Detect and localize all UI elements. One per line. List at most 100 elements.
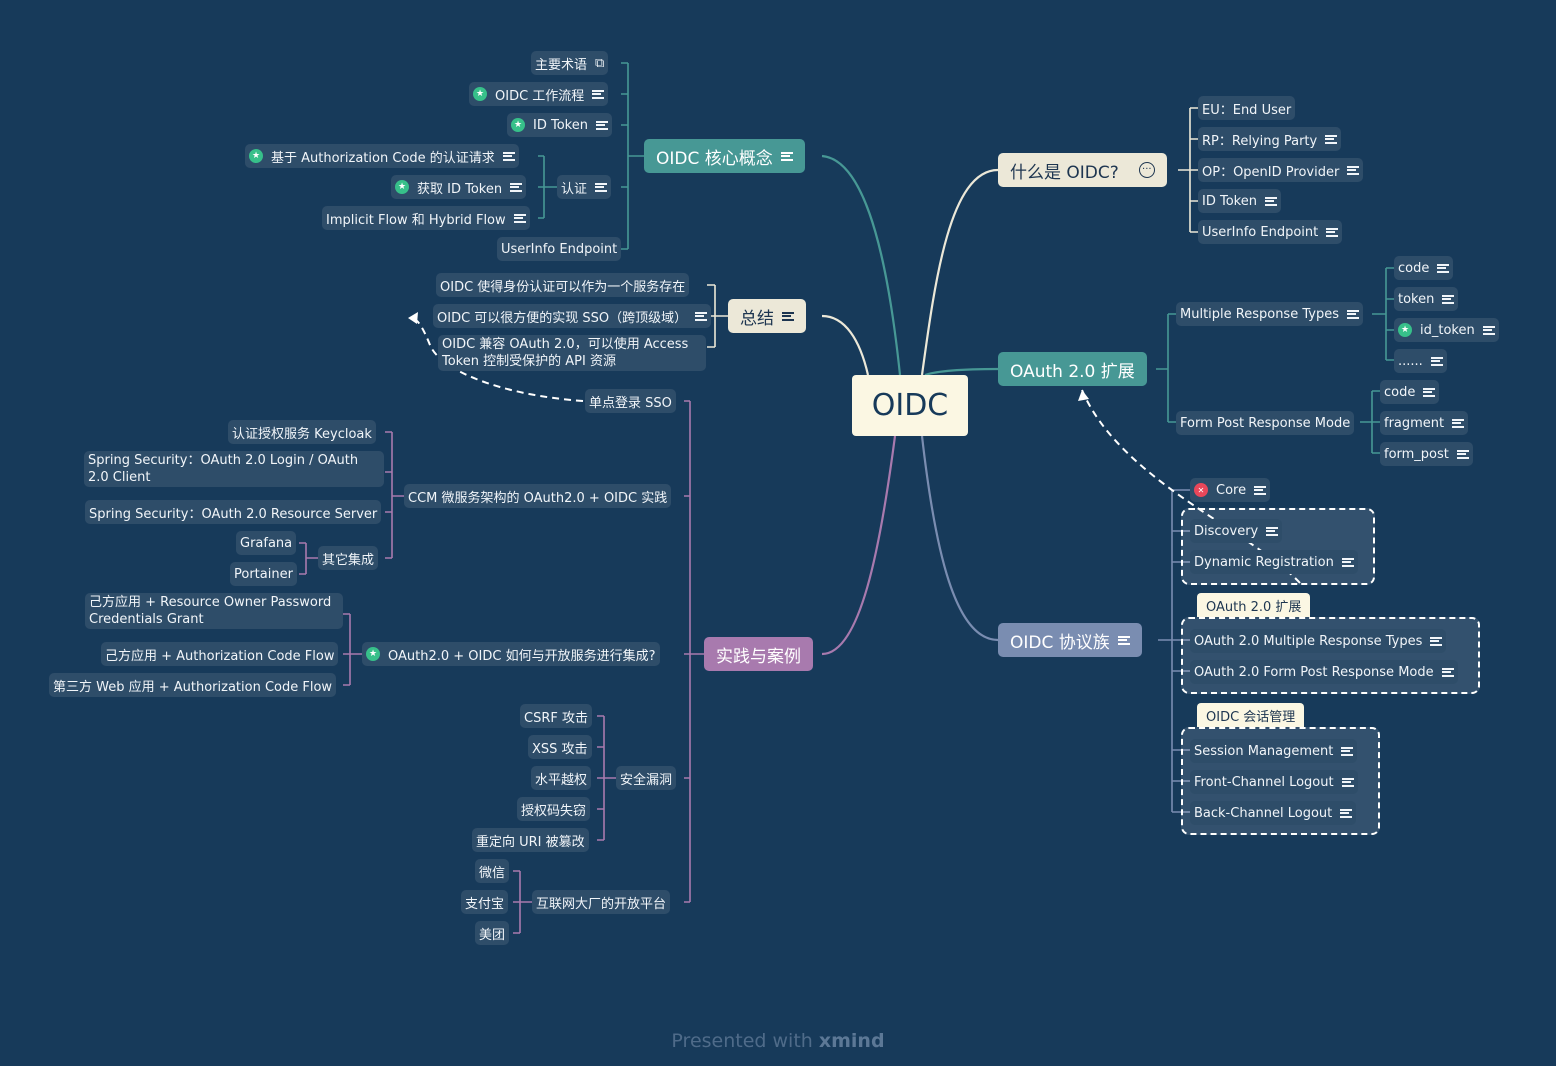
- mrt-item[interactable]: code: [1394, 256, 1454, 280]
- boundary-label-session[interactable]: OIDC 会话管理: [1197, 703, 1305, 727]
- notes-icon[interactable]: [1423, 387, 1436, 397]
- external-link-icon[interactable]: ⧉: [595, 55, 605, 71]
- oauth-fpm[interactable]: Form Post Response Mode: [1176, 411, 1355, 435]
- protocol-session-item[interactable]: Front-Channel Logout: [1190, 770, 1358, 794]
- more-icon[interactable]: ···: [1138, 162, 1155, 178]
- security-item[interactable]: 授权码失窃: [517, 797, 591, 821]
- notes-icon[interactable]: [1117, 635, 1130, 645]
- notes-icon[interactable]: [1442, 294, 1455, 304]
- security-item[interactable]: CSRF 攻击: [520, 704, 592, 728]
- pin-icon: ✕: [1194, 483, 1208, 497]
- fpm-item[interactable]: fragment: [1380, 411, 1469, 435]
- oauth-mrt[interactable]: Multiple Response Types: [1176, 302, 1363, 326]
- mrt-item[interactable]: token: [1394, 287, 1459, 311]
- notes-icon[interactable]: [1341, 777, 1354, 787]
- notes-icon[interactable]: [510, 182, 523, 192]
- what-item[interactable]: UserInfo Endpoint: [1198, 220, 1343, 244]
- notes-icon[interactable]: [1326, 227, 1339, 237]
- notes-icon[interactable]: [595, 120, 608, 130]
- protocol-registration[interactable]: Dynamic Registration: [1190, 550, 1358, 574]
- practice-security[interactable]: 安全漏洞: [616, 766, 677, 790]
- platform-item[interactable]: 微信: [475, 859, 510, 883]
- notes-icon[interactable]: [1452, 418, 1465, 428]
- others-item[interactable]: Grafana: [236, 531, 297, 555]
- protocol-session-item[interactable]: Session Management: [1190, 739, 1358, 763]
- mrt-item[interactable]: ......: [1394, 349, 1447, 373]
- summary-item[interactable]: OIDC 可以很方便的实现 SSO（跨顶级域）: [433, 304, 712, 328]
- what-item[interactable]: RP：Relying Party: [1198, 127, 1342, 151]
- protocol-discovery[interactable]: Discovery: [1190, 519, 1283, 543]
- notes-icon[interactable]: [1340, 808, 1353, 818]
- notes-icon[interactable]: [1341, 557, 1354, 567]
- notes-icon[interactable]: [1456, 449, 1469, 459]
- boundary-label-oauth[interactable]: OAuth 2.0 扩展: [1197, 593, 1311, 617]
- ccm-others[interactable]: 其它集成: [318, 546, 379, 570]
- ccm-login[interactable]: Spring Security：OAuth 2.0 Login / OAuth …: [84, 451, 384, 487]
- topic-protocols[interactable]: OIDC 协议族: [998, 623, 1142, 657]
- fpm-item-label: fragment: [1384, 415, 1445, 431]
- security-item[interactable]: 重定向 URI 被篡改: [472, 828, 589, 852]
- summary-item[interactable]: OIDC 使得身份认证可以作为一个服务存在: [436, 273, 690, 297]
- fpm-item[interactable]: code: [1380, 380, 1440, 404]
- notes-icon[interactable]: [595, 182, 608, 192]
- notes-icon[interactable]: [1347, 165, 1360, 175]
- mrt-item[interactable]: ★id_token: [1394, 318, 1499, 342]
- notes-icon[interactable]: [782, 311, 794, 321]
- what-item[interactable]: EU：End User: [1198, 96, 1296, 120]
- notes-icon[interactable]: [1264, 196, 1277, 206]
- protocol-core[interactable]: ✕Core: [1190, 478, 1271, 502]
- notes-icon[interactable]: [513, 213, 526, 223]
- notes-icon[interactable]: [1266, 526, 1279, 536]
- topic-what[interactable]: 什么是 OIDC?···: [998, 153, 1167, 187]
- notes-icon[interactable]: [1430, 356, 1443, 366]
- practice-ccm[interactable]: CCM 微服务架构的 OAuth2.0 + OIDC 实践: [404, 484, 672, 508]
- notes-icon[interactable]: [592, 89, 605, 99]
- protocol-oauth-item[interactable]: OAuth 2.0 Multiple Response Types: [1190, 629, 1447, 653]
- notes-icon[interactable]: [1437, 263, 1450, 273]
- fpm-item[interactable]: form_post: [1380, 442, 1473, 466]
- what-item[interactable]: OP：OpenID Provider: [1198, 158, 1364, 182]
- topic-summary[interactable]: 总结: [728, 299, 806, 333]
- topic-oauth-ext[interactable]: OAuth 2.0 扩展: [998, 352, 1147, 386]
- notes-icon[interactable]: [1254, 485, 1267, 495]
- core-terms-label: 主要术语: [535, 57, 588, 73]
- notes-icon[interactable]: [1346, 309, 1359, 319]
- protocol-session-item[interactable]: Back-Channel Logout: [1190, 801, 1357, 825]
- notes-icon[interactable]: [695, 311, 708, 321]
- platform-item[interactable]: 支付宝: [461, 890, 509, 914]
- notes-icon[interactable]: [502, 151, 515, 161]
- platform-item[interactable]: 美团: [475, 921, 510, 945]
- root-topic[interactable]: OIDC: [852, 375, 968, 436]
- topic-core-concepts[interactable]: OIDC 核心概念: [644, 139, 805, 173]
- others-item[interactable]: Portainer: [230, 562, 297, 586]
- open-item[interactable]: 己方应用 + Authorization Code Flow: [101, 642, 339, 666]
- core-id-token[interactable]: ★ID Token: [507, 113, 612, 137]
- protocol-oauth-item[interactable]: OAuth 2.0 Form Post Response Mode: [1190, 660, 1458, 684]
- practice-sso[interactable]: 单点登录 SSO: [585, 389, 676, 413]
- core-terms[interactable]: 主要术语 ⧉: [531, 51, 609, 75]
- ccm-keycloak[interactable]: 认证授权服务 Keycloak: [228, 420, 376, 444]
- notes-icon[interactable]: [780, 151, 793, 161]
- security-item[interactable]: XSS 攻击: [528, 735, 592, 759]
- core-auth[interactable]: 认证: [557, 175, 612, 199]
- practice-open[interactable]: ★OAuth2.0 + OIDC 如何与开放服务进行集成?: [362, 642, 660, 666]
- notes-icon[interactable]: [1341, 746, 1354, 756]
- summary-item[interactable]: OIDC 兼容 OAuth 2.0，可以使用 Access Token 控制受保…: [438, 335, 706, 371]
- summary-item-label: OIDC 可以很方便的实现 SSO（跨顶级域）: [437, 310, 688, 326]
- notes-icon[interactable]: [1441, 667, 1454, 677]
- practice-platform[interactable]: 互联网大厂的开放平台: [532, 890, 671, 914]
- auth-get-token[interactable]: ★获取 ID Token: [391, 175, 527, 199]
- core-userinfo[interactable]: UserInfo Endpoint: [497, 237, 622, 261]
- ccm-resource[interactable]: Spring Security：OAuth 2.0 Resource Serve…: [85, 500, 382, 524]
- notes-icon[interactable]: [1430, 636, 1443, 646]
- auth-implicit[interactable]: Implicit Flow 和 Hybrid Flow: [322, 206, 530, 230]
- notes-icon[interactable]: [1482, 325, 1495, 335]
- auth-code-request[interactable]: ★基于 Authorization Code 的认证请求: [245, 144, 519, 168]
- open-item[interactable]: 己方应用 + Resource Owner Password Credentia…: [85, 593, 343, 629]
- topic-practice[interactable]: 实践与案例: [704, 637, 813, 671]
- security-item[interactable]: 水平越权: [531, 766, 592, 790]
- what-item[interactable]: ID Token: [1198, 189, 1281, 213]
- core-flow[interactable]: ★OIDC 工作流程: [469, 82, 609, 106]
- open-item[interactable]: 第三方 Web 应用 + Authorization Code Flow: [49, 673, 337, 697]
- notes-icon[interactable]: [1325, 134, 1338, 144]
